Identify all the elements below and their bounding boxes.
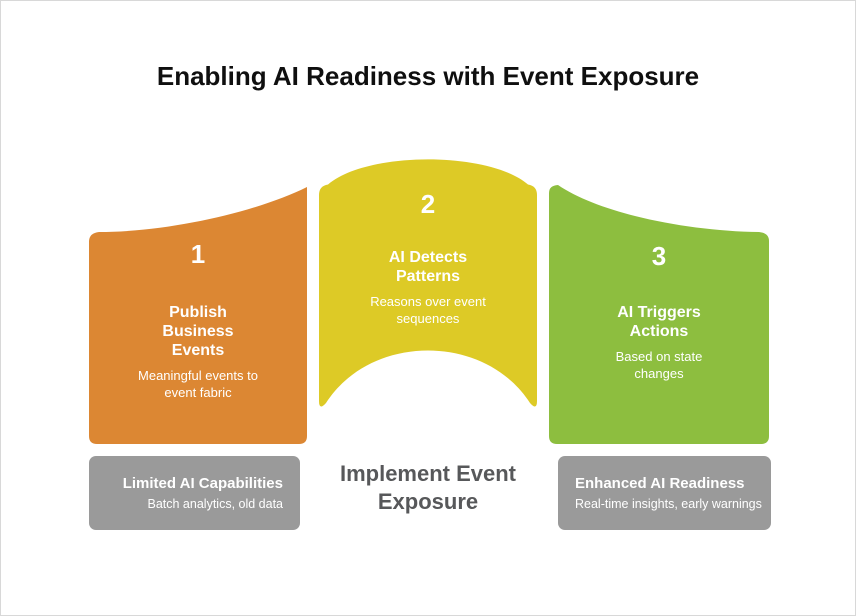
enhanced-ai-readiness-title: Enhanced AI Readiness	[575, 475, 745, 492]
step-1-subtitle: Meaningful events to event fabric	[89, 367, 307, 401]
page-title: Enabling AI Readiness with Event Exposur…	[156, 61, 700, 91]
step-2-subtitle-line: sequences	[396, 311, 460, 326]
limited-ai-capabilities-subtitle: Batch analytics, old data	[147, 497, 284, 511]
limited-ai-capabilities-box: Limited AI Capabilities Batch analytics,…	[89, 456, 300, 530]
step-3-title: AI Triggers Actions	[549, 303, 769, 341]
step-3-title-line: Actions	[629, 323, 689, 340]
center-label-line: Implement Event	[339, 461, 517, 486]
step-1-title: Publish Business Events	[89, 303, 307, 360]
panel-2-shape	[319, 159, 537, 407]
step-3-subtitle: Based on state changes	[549, 348, 769, 382]
center-label-line: Exposure	[377, 489, 479, 514]
step-3-number: 3	[651, 241, 667, 271]
step-1-title-line: Events	[171, 342, 225, 359]
step-2-number: 2	[420, 189, 436, 219]
step-2-subtitle: Reasons over event sequences	[319, 293, 537, 327]
step-3-title-line: AI Triggers	[617, 304, 701, 321]
enhanced-ai-readiness-subtitle: Real-time insights, early warnings	[575, 497, 762, 511]
step-2-title-line: AI Detects	[388, 249, 468, 266]
step-1-number: 1	[190, 239, 206, 269]
step-1-subtitle-line: Meaningful events to	[138, 368, 258, 383]
step-2-title-line: Patterns	[395, 268, 461, 285]
implement-event-exposure-label: Implement Event Exposure	[307, 460, 549, 516]
enhanced-ai-readiness-box: Enhanced AI Readiness Real-time insights…	[558, 456, 771, 530]
step-3-subtitle-line: changes	[634, 366, 684, 381]
step-3-subtitle-line: Based on state	[615, 349, 703, 364]
step-1-title-line: Publish	[169, 304, 227, 321]
step-1-title-line: Business	[162, 323, 234, 340]
step-2-subtitle-line: Reasons over event	[370, 294, 486, 309]
limited-ai-capabilities-title: Limited AI Capabilities	[122, 475, 283, 492]
panel-3-shape	[549, 185, 769, 444]
step-2-title: AI Detects Patterns	[319, 248, 537, 286]
step-1-subtitle-line: event fabric	[164, 385, 232, 400]
panel-1-shape	[89, 187, 307, 444]
